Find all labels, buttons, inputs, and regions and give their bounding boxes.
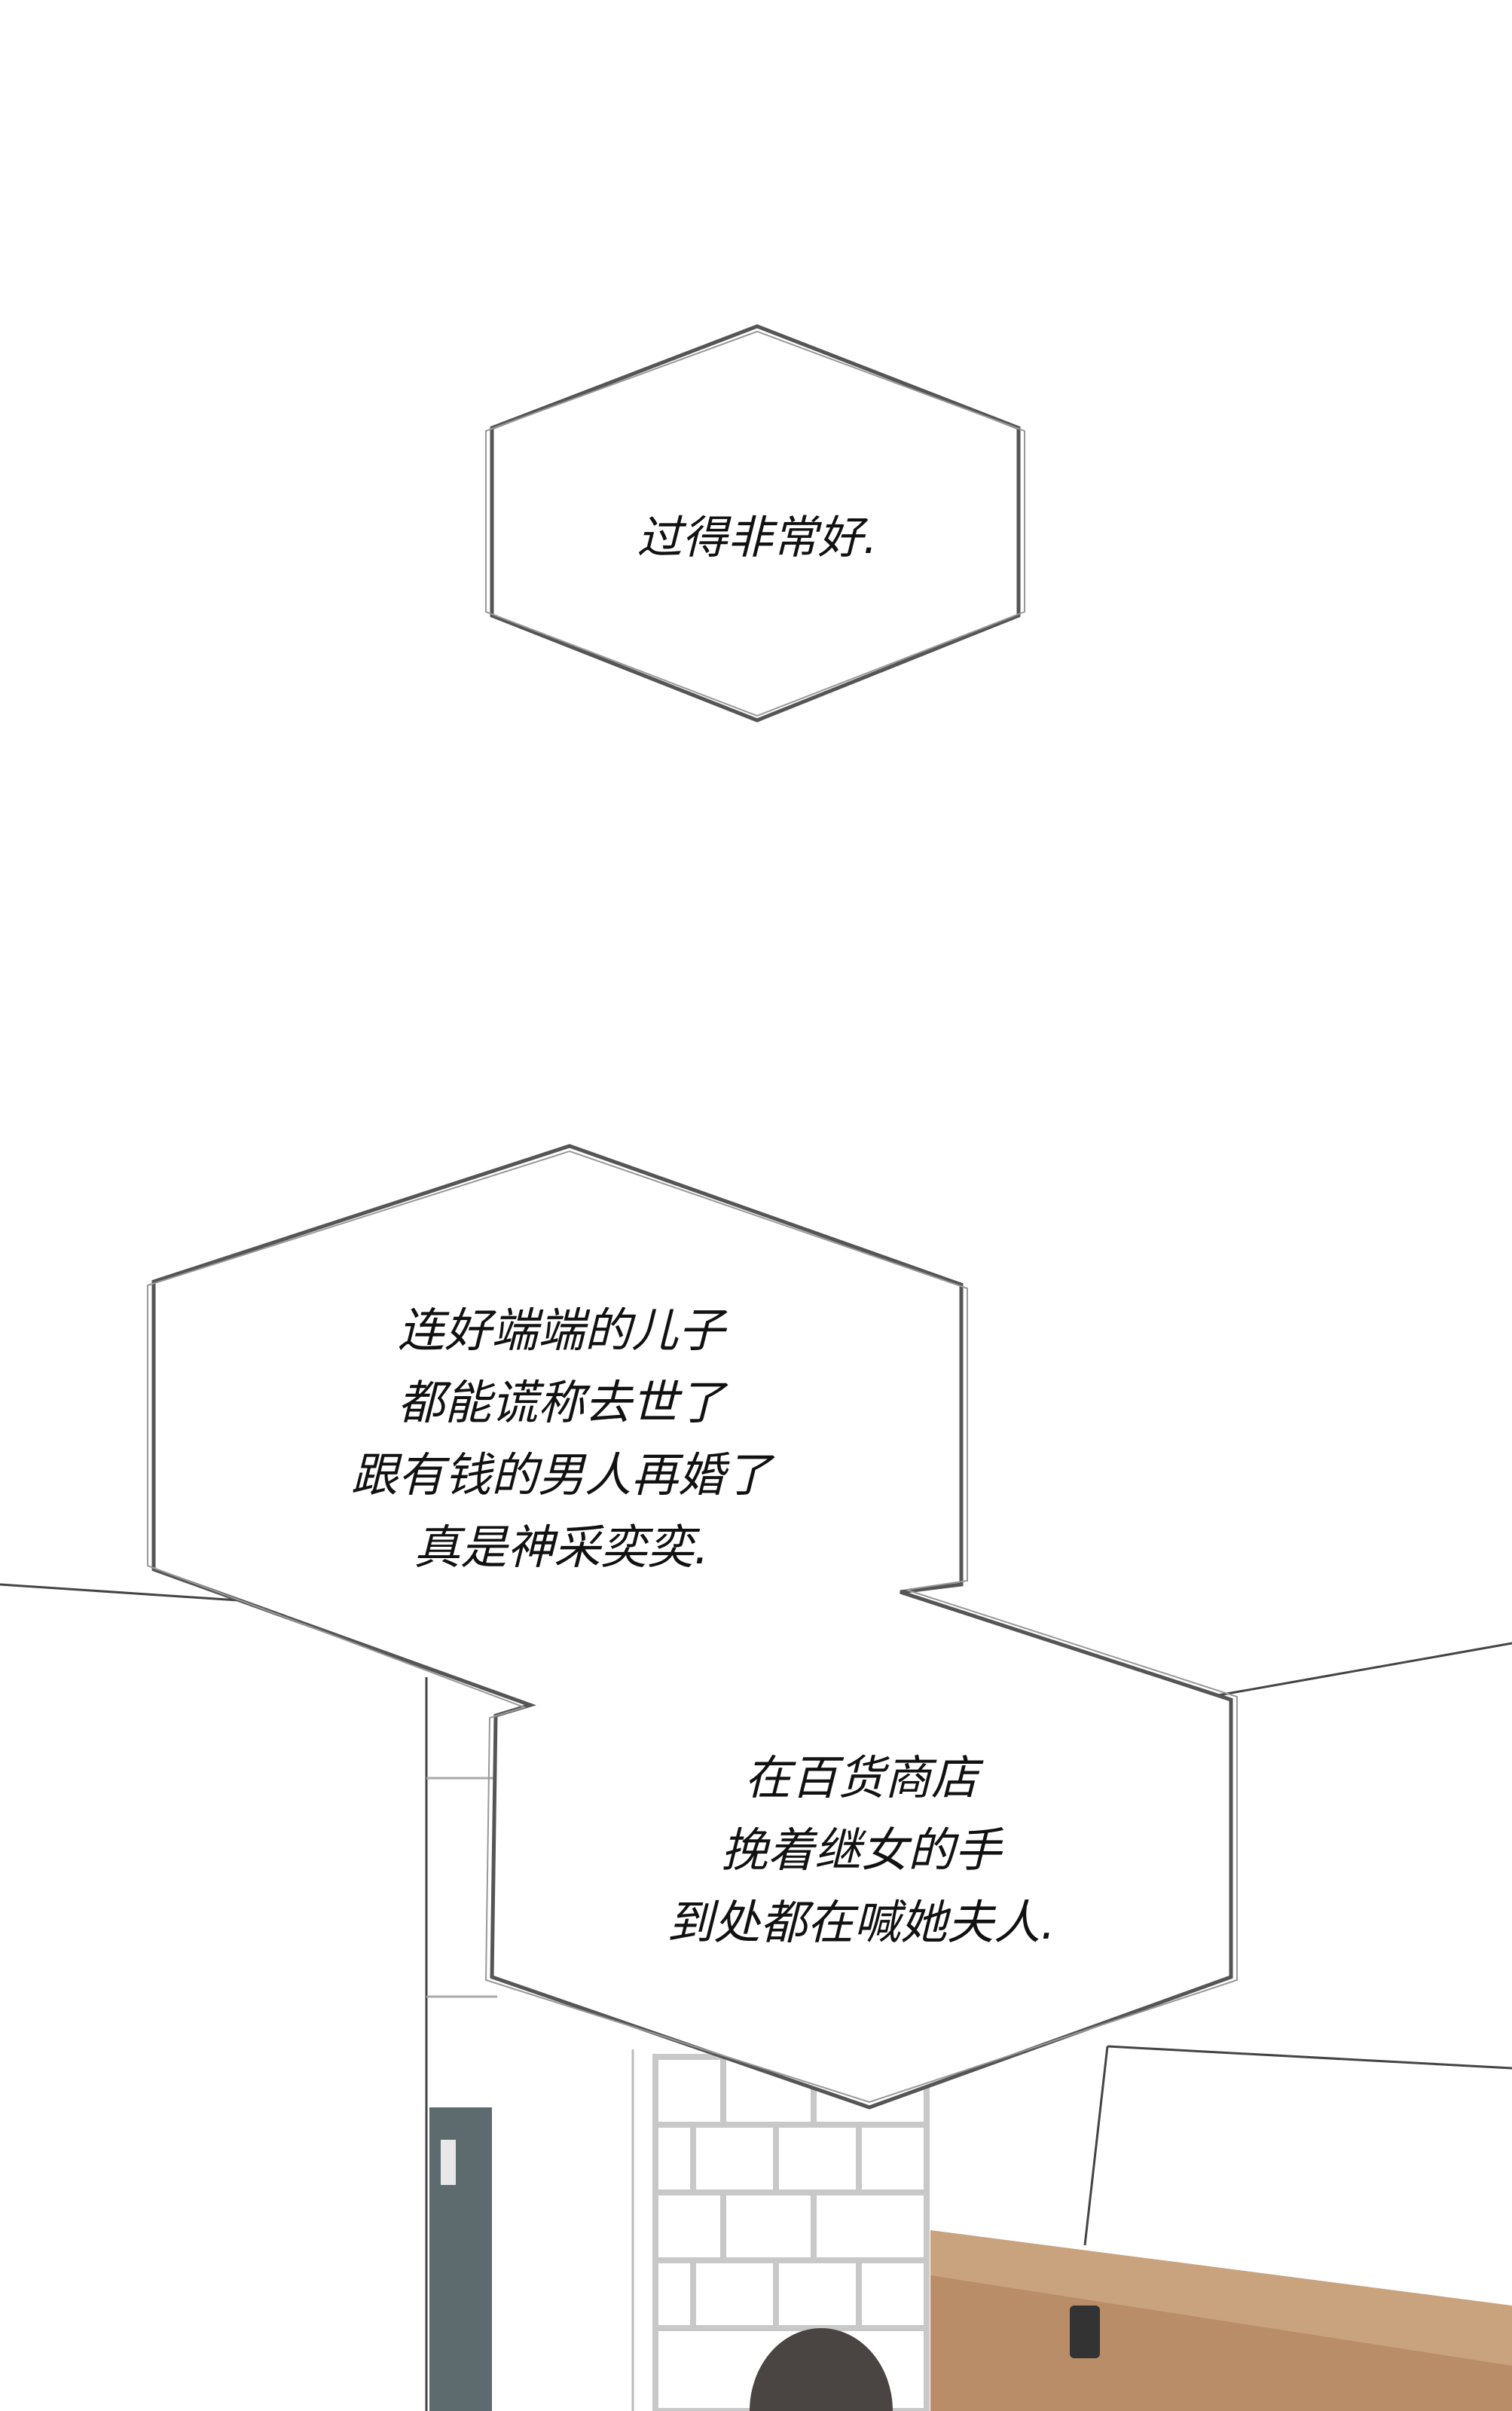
door: [429, 2107, 492, 2411]
bubble-3-text: 在百货商店 挽着继女的手 到处都在喊她夫人.: [667, 1750, 1055, 1950]
character-head: [750, 2328, 893, 2411]
bubble-1: [490, 324, 1021, 723]
bubble-2-text: 连好端端的儿子 都能谎称去世了 跟有钱的男人再婚了 真是神采奕奕.: [350, 1303, 772, 1575]
bubble-1-text: 过得非常好.: [637, 512, 878, 564]
bubble-2-3: [151, 1144, 1233, 2110]
mug: [1070, 2306, 1100, 2358]
speech-bubbles: [151, 324, 1233, 2110]
background-scene: [0, 1583, 1512, 2411]
brick-wall: [652, 2054, 930, 2411]
